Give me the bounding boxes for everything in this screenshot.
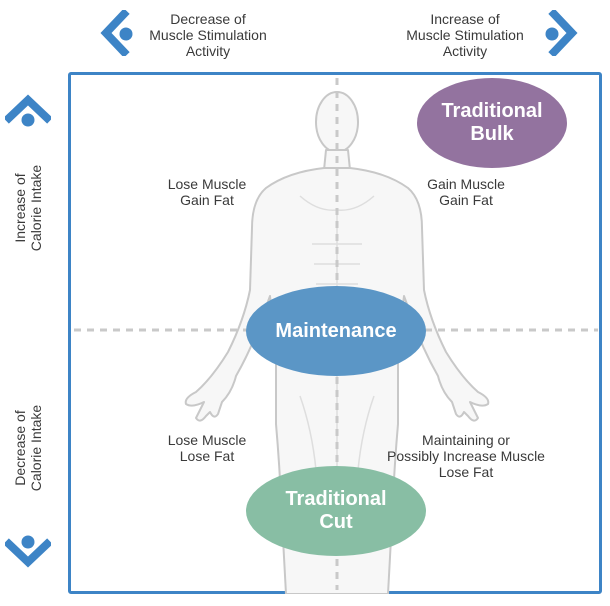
quadrant-top-right-label: Gain Muscle Gain Fat <box>427 176 505 208</box>
traditional-bulk-zone: Traditional Bulk <box>417 78 567 168</box>
increase-calorie-intake-label: Increase of Calorie Intake <box>12 164 44 252</box>
increase-muscle-stimulation-label: Increase of Muscle Stimulation Activity <box>406 11 524 59</box>
traditional-cut-zone: Traditional Cut <box>246 466 426 556</box>
chevron-right-icon <box>545 10 578 56</box>
chevron-down-icon <box>5 535 51 568</box>
quadrant-bottom-left-label: Lose Muscle Lose Fat <box>167 432 247 464</box>
quadrant-bottom-right-label: Maintaining or Possibly Increase Muscle … <box>387 432 545 480</box>
chevron-left-icon <box>100 10 133 56</box>
chevron-up-icon <box>5 94 51 127</box>
quadrant-top-left-label: Lose Muscle Gain Fat <box>167 176 247 208</box>
maintenance-zone: Maintenance <box>246 286 426 376</box>
decrease-muscle-stimulation-label: Decrease of Muscle Stimulation Activity <box>149 11 267 59</box>
decrease-calorie-intake-label: Decrease of Calorie Intake <box>12 404 44 492</box>
